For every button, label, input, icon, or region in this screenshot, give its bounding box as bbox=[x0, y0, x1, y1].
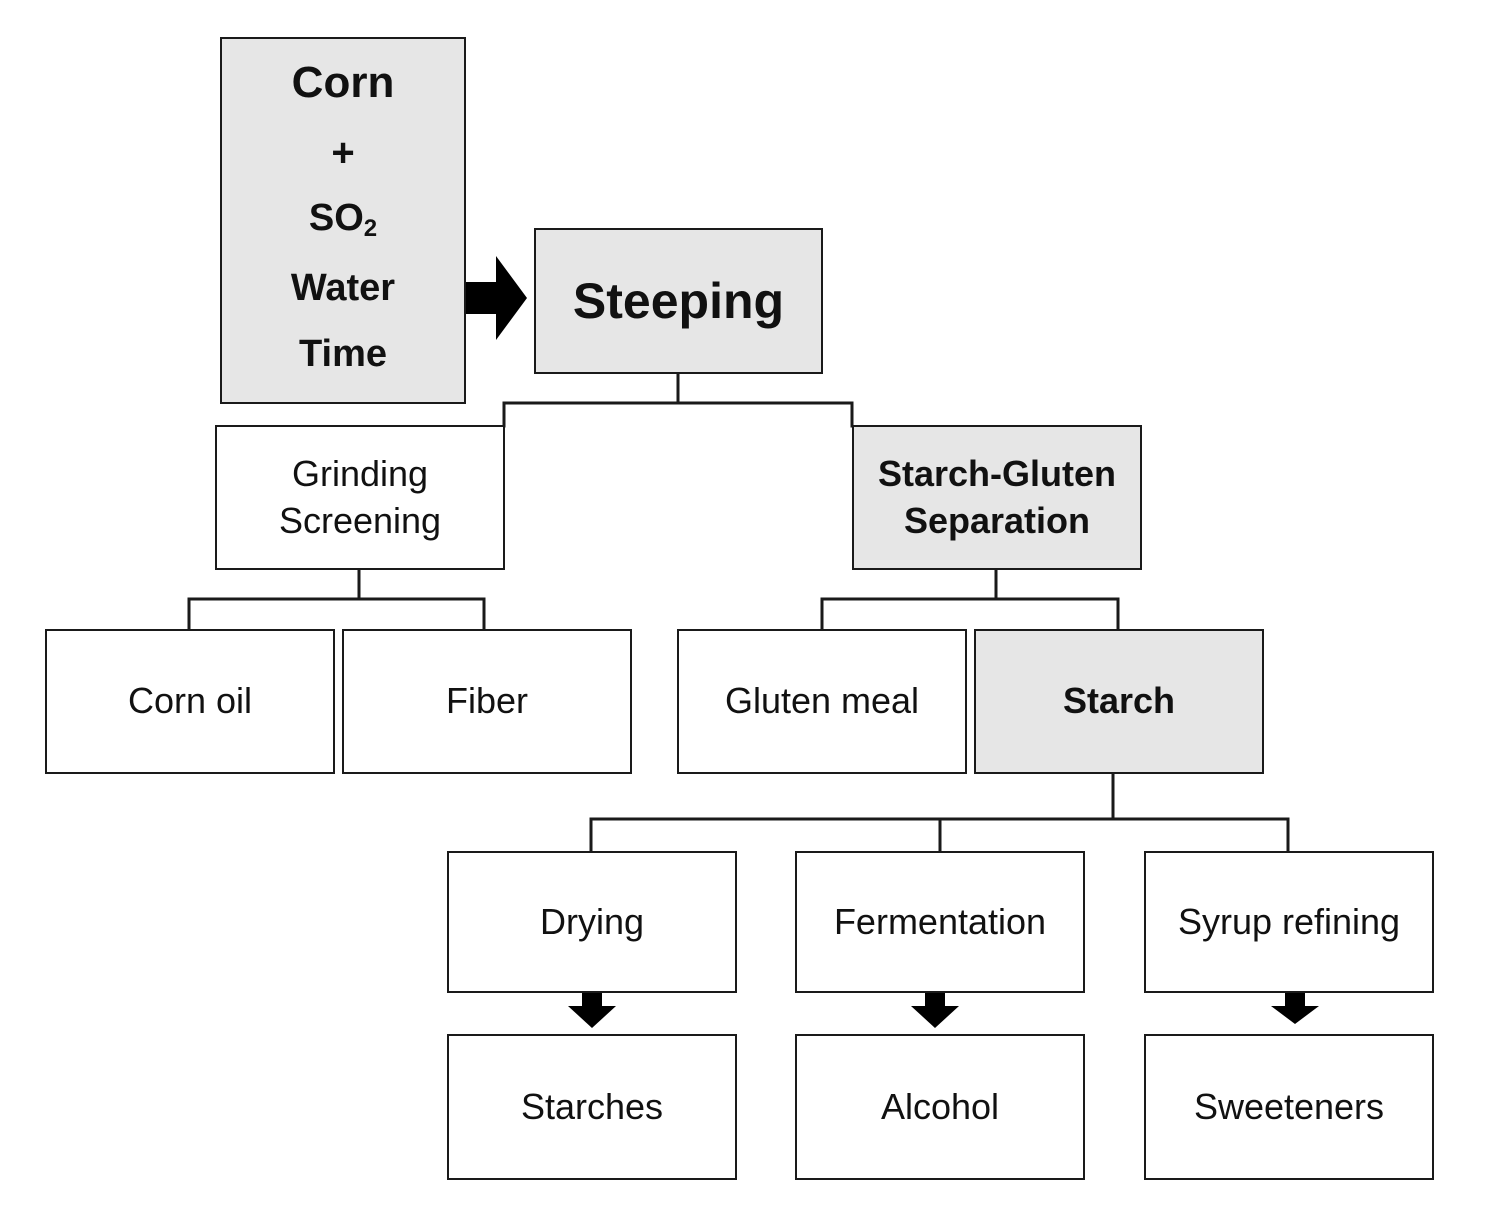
alcohol-label: Alcohol bbox=[880, 1085, 1000, 1127]
starches-box: Starches bbox=[447, 1034, 737, 1180]
input-water: Water bbox=[290, 267, 396, 309]
corn-oil-label: Corn oil bbox=[127, 680, 253, 722]
gluten-meal-box: Gluten meal bbox=[677, 629, 967, 774]
fiber-box: Fiber bbox=[342, 629, 632, 774]
starch-box: Starch bbox=[974, 629, 1264, 774]
starch-gluten-separation-box: Starch-Gluten Separation bbox=[852, 425, 1142, 570]
fiber-label: Fiber bbox=[445, 680, 529, 722]
arrow-down-icon bbox=[568, 992, 616, 1028]
gluten-meal-label: Gluten meal bbox=[724, 680, 920, 722]
grinding-screening-box: Grinding Screening bbox=[215, 425, 505, 570]
input-time: Time bbox=[298, 333, 387, 375]
so2-base: SO bbox=[308, 197, 364, 239]
grinding-label: Grinding bbox=[291, 452, 429, 494]
sweeteners-box: Sweeteners bbox=[1144, 1034, 1434, 1180]
syrup-refining-box: Syrup refining bbox=[1144, 851, 1434, 993]
fermentation-label: Fermentation bbox=[833, 900, 1047, 942]
arrow-right-icon bbox=[466, 256, 527, 340]
steeping-box: Steeping bbox=[534, 228, 823, 374]
alcohol-box: Alcohol bbox=[795, 1034, 1085, 1180]
screening-label: Screening bbox=[278, 499, 442, 541]
arrow-down-icon bbox=[911, 992, 959, 1028]
sweeteners-label: Sweeteners bbox=[1193, 1085, 1385, 1127]
input-plus: + bbox=[331, 131, 355, 175]
fermentation-box: Fermentation bbox=[795, 851, 1085, 993]
input-so2: SO2 bbox=[309, 199, 377, 241]
input-corn: Corn bbox=[291, 58, 395, 107]
separation-label: Separation bbox=[903, 499, 1091, 541]
drying-box: Drying bbox=[447, 851, 737, 993]
drying-label: Drying bbox=[539, 900, 645, 942]
arrow-down-icon bbox=[1271, 992, 1319, 1024]
corn-oil-box: Corn oil bbox=[45, 629, 335, 774]
steeping-label: Steeping bbox=[572, 272, 785, 329]
starches-label: Starches bbox=[520, 1085, 664, 1127]
input-box: Corn + SO2 Water Time bbox=[220, 37, 466, 404]
starch-label: Starch bbox=[1062, 680, 1176, 722]
starch-gluten-label: Starch-Gluten bbox=[877, 452, 1117, 494]
syrup-refining-label: Syrup refining bbox=[1177, 900, 1401, 942]
so2-subscript: 2 bbox=[363, 215, 378, 242]
